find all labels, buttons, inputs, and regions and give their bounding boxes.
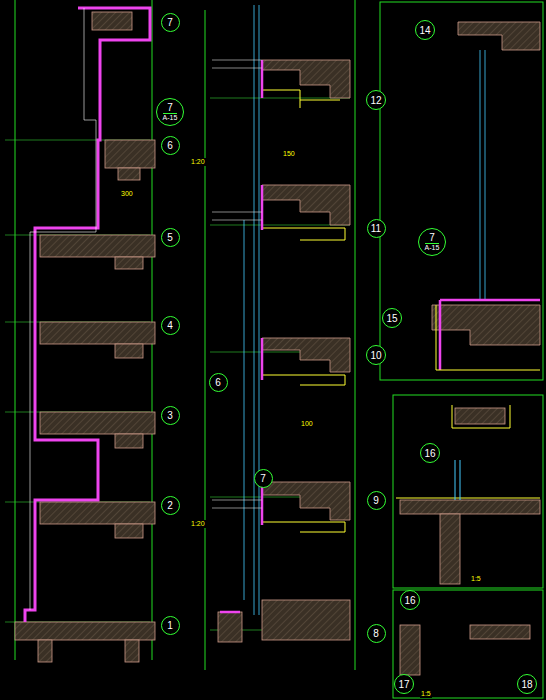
annotation-label: 150 bbox=[282, 150, 296, 158]
callout-circle: 7 bbox=[254, 469, 273, 488]
callout-number: 18 bbox=[521, 679, 532, 690]
callout-number: 7 bbox=[167, 17, 173, 28]
callout-circle: 14 bbox=[415, 20, 435, 40]
callout-number: 16 bbox=[424, 448, 435, 459]
callout-number: 7 bbox=[429, 232, 435, 243]
annotation-label: 1:5 bbox=[470, 575, 482, 583]
callout-number: 7 bbox=[167, 102, 173, 113]
callout-number: 5 bbox=[167, 232, 173, 243]
callout-circle: 3 bbox=[161, 406, 180, 425]
callout-circle: 2 bbox=[161, 496, 180, 515]
callout-number: 12 bbox=[370, 95, 381, 106]
callout-circle: 8 bbox=[367, 624, 386, 643]
callout-circle: 6 bbox=[209, 373, 228, 392]
callout-number: 6 bbox=[215, 377, 221, 388]
callout-number: 11 bbox=[371, 223, 381, 234]
callout-number: A-15 bbox=[425, 243, 440, 252]
callout-circle: 7 bbox=[161, 13, 180, 32]
callout-circle: 17 bbox=[394, 674, 414, 694]
callout-circle: 9 bbox=[367, 491, 386, 510]
callout-circle: 12 bbox=[366, 90, 386, 110]
annotation-label: 1:20 bbox=[190, 158, 206, 166]
callout-number: 6 bbox=[167, 140, 173, 151]
annotation-label: 1:5 bbox=[420, 690, 432, 698]
callout-number: 9 bbox=[373, 495, 379, 506]
annotation-label: 1:20 bbox=[190, 520, 206, 528]
callout-circle: 16 bbox=[420, 443, 440, 463]
annotation-label: 100 bbox=[300, 420, 314, 428]
annotation-label: 300 bbox=[120, 190, 134, 198]
callout-number: 4 bbox=[167, 320, 173, 331]
callout-circle: 16 bbox=[400, 590, 420, 610]
callout-number: 7 bbox=[260, 473, 266, 484]
callout-circle: 7A-15 bbox=[418, 228, 446, 256]
callout-number: A-15 bbox=[163, 113, 178, 122]
callout-number: 17 bbox=[398, 679, 409, 690]
callout-number: 2 bbox=[167, 500, 173, 511]
callout-circle: 4 bbox=[161, 316, 180, 335]
callout-number: 14 bbox=[419, 25, 430, 36]
callout-circle: 18 bbox=[517, 674, 537, 694]
callout-number: 3 bbox=[167, 410, 173, 421]
callout-number: 8 bbox=[373, 628, 379, 639]
callout-circle: 10 bbox=[366, 345, 386, 365]
callout-number: 16 bbox=[404, 595, 415, 606]
callout-circle: 15 bbox=[382, 308, 402, 328]
callout-number: 15 bbox=[386, 313, 397, 324]
callout-circle: 7A-15 bbox=[156, 98, 184, 126]
callout-circle: 6 bbox=[161, 136, 180, 155]
callout-number: 10 bbox=[370, 350, 381, 361]
callout-circle: 5 bbox=[161, 228, 180, 247]
callout-circle: 11 bbox=[367, 219, 386, 238]
callout-circle: 1 bbox=[161, 616, 180, 635]
callout-number: 1 bbox=[167, 620, 173, 631]
